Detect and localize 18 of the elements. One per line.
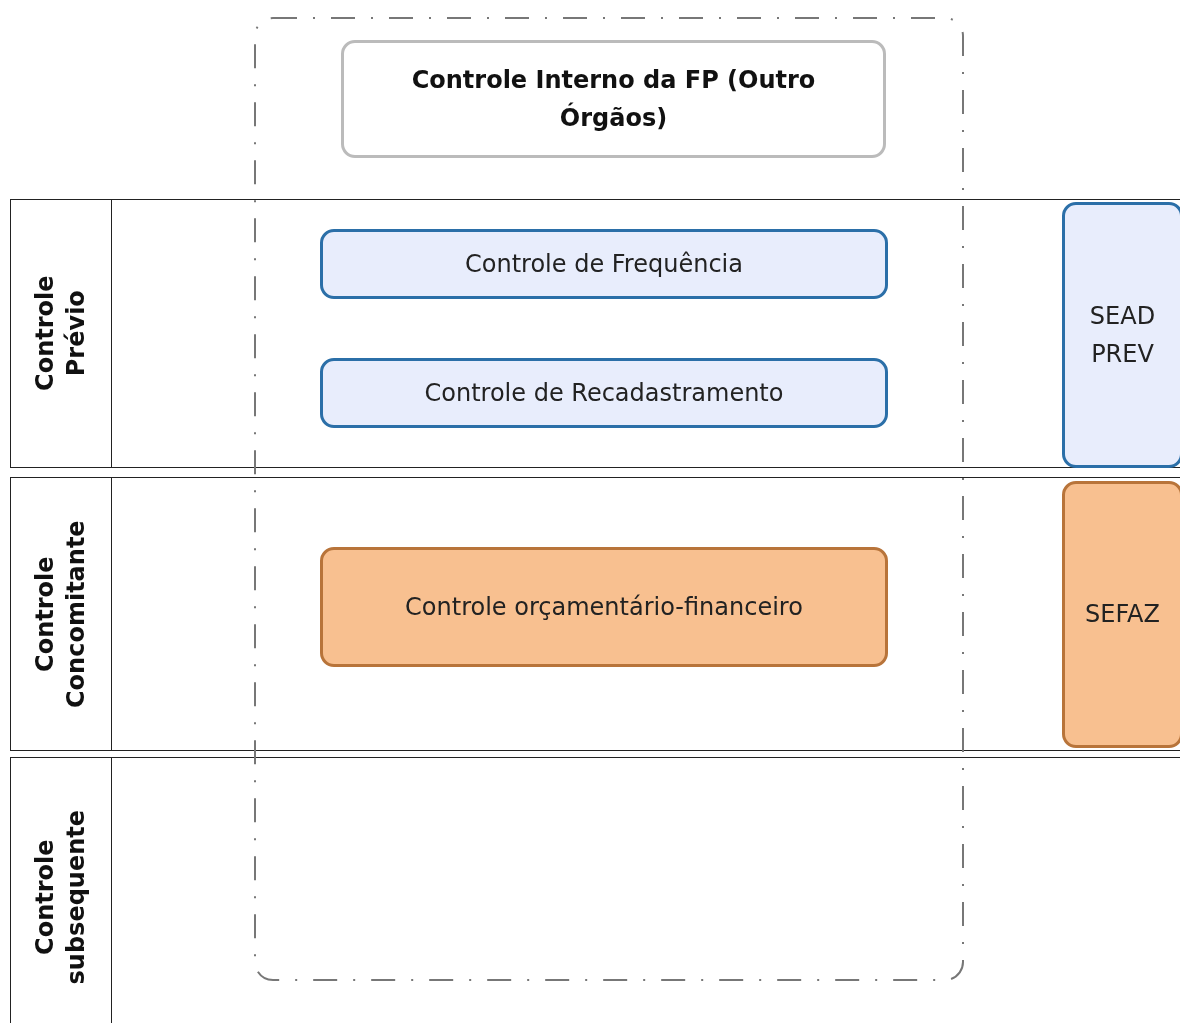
box-label: Controle de Frequência bbox=[465, 248, 743, 280]
title-box bbox=[341, 40, 886, 158]
box-label: SEFAZ bbox=[1084, 599, 1161, 631]
lane-header: Controle subsequente bbox=[29, 809, 91, 985]
box-label: Controle Interno da FP (Outro Órgãos) bbox=[410, 64, 817, 134]
process-box bbox=[320, 229, 888, 299]
box-label: Controle orçamentário-financeiro bbox=[405, 591, 803, 623]
organ-box bbox=[1062, 202, 1180, 468]
box-label: Controle de Recadastramento bbox=[424, 377, 784, 409]
process-box bbox=[320, 358, 888, 428]
box-label: SEAD PREV bbox=[1088, 300, 1157, 370]
lane-header: Controle Prévio bbox=[29, 275, 91, 392]
swimlane bbox=[10, 757, 1180, 1023]
organ-box bbox=[1062, 481, 1180, 748]
process-box bbox=[320, 547, 888, 667]
swimlane bbox=[10, 477, 1180, 751]
lane-header: Controle Concomitante bbox=[29, 520, 91, 708]
swimlane bbox=[10, 199, 1180, 468]
